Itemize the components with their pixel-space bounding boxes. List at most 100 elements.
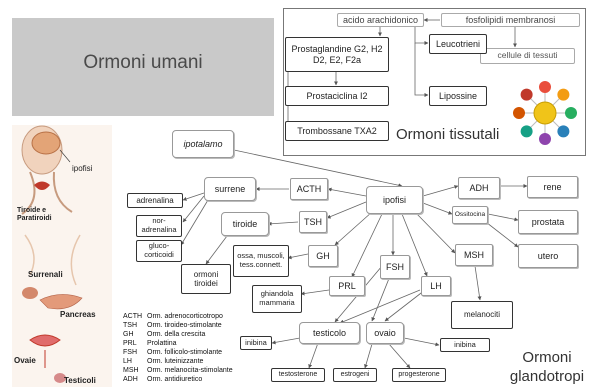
- node-ovaio: ovaio: [366, 322, 404, 344]
- node-msh: MSH: [455, 244, 493, 266]
- glandotropi-title-line2: glandotropi: [509, 368, 585, 385]
- node-melanociti: melanociti: [451, 301, 513, 329]
- glandotropi-title: Ormoni glandotropi: [507, 348, 587, 386]
- node-prostata: prostata: [518, 210, 578, 234]
- node-lipossine: Lipossine: [429, 86, 487, 106]
- arrow-msh-melanociti: [474, 265, 482, 301]
- arrow-tsh-tiroide: [267, 221, 299, 226]
- node-acido-arachidonico: acido arachidonico: [337, 13, 424, 27]
- legend-desc: Orm. adrenocorticotropo: [147, 313, 223, 320]
- label-surrenali: Surrenali: [28, 270, 63, 279]
- neck-outline: [21, 171, 73, 215]
- arrow-ossitocina-utero: [481, 218, 519, 248]
- node-trombossane: Trombossane TXA2: [285, 121, 389, 141]
- node-cellule-tessuti: cellule di tessuti: [480, 48, 575, 64]
- legend-row: ACTH Orm. adrenocorticotropo: [123, 312, 233, 321]
- torso-outline: [24, 234, 81, 286]
- label-pancreas: Pancreas: [60, 310, 96, 319]
- node-ghiandola-mammaria: ghiandola mammaria: [252, 285, 302, 313]
- arrow-surrene-adrenalina: [182, 192, 205, 201]
- hub-satellite-dot: [557, 88, 570, 101]
- node-ossitocina: Ossitocina: [452, 206, 488, 224]
- node-progesterone: progesterone: [392, 368, 446, 382]
- legend-desc: Orm. follicolo-stimolante: [147, 349, 223, 356]
- arrow-gh-ossa: [287, 253, 309, 260]
- arrow-ipofisi-tsh: [326, 201, 367, 219]
- arrow-ovaio-estrogeni: [364, 343, 373, 369]
- arrow-testicolo-inibina: [271, 337, 301, 345]
- legend-desc: Orm. melanocita-stimolante: [147, 367, 233, 374]
- adrenal-icon: [22, 287, 38, 299]
- legend-abbr: MSH: [123, 367, 139, 374]
- label-ovaie: Ovaie: [14, 356, 36, 365]
- node-lh: LH: [421, 276, 451, 296]
- title-panel: [12, 18, 274, 116]
- node-adh: ADH: [458, 177, 500, 199]
- legend-desc: Orm. luteinizzante: [147, 358, 204, 365]
- node-prostaglandine: Prostaglandine G2, H2 D2, E2, F2a: [285, 37, 389, 72]
- node-ormoni-tiroidei: ormoni tiroidei: [181, 264, 231, 294]
- legend-row: MSH Orm. melanocita-stimolante: [123, 366, 233, 375]
- node-inibina-testicolo: inibina: [240, 336, 272, 350]
- node-fosfolipidi-membranosi: fosfolipidi membranosi: [441, 13, 580, 27]
- legend-abbr: ADH: [123, 376, 138, 383]
- tissue-hormones-title: Ormoni tissutali: [396, 126, 500, 143]
- testicle-icon: [54, 373, 66, 383]
- legend-desc: Orm. antidiuretico: [147, 376, 203, 383]
- hub-satellite-dot: [539, 133, 551, 145]
- legend-row: ADH Orm. antidiuretico: [123, 375, 233, 384]
- thyroid-icon: [34, 181, 50, 190]
- node-fsh: FSH: [380, 255, 410, 279]
- arrow-ipofisi-gh: [334, 211, 373, 246]
- arrow-ipofisi-lh: [401, 213, 428, 277]
- node-prl: PRL: [329, 276, 365, 296]
- arrow-surrene-noradrenalina: [182, 195, 205, 223]
- arrow-ipofisi-prl: [351, 213, 383, 278]
- label-tiroide: Tiroide e Paratiroidi: [17, 207, 52, 222]
- arrow-ipofisi-adh: [422, 185, 459, 197]
- hub-satellite-dot: [557, 125, 570, 138]
- body-illustration-panel: [12, 125, 112, 387]
- arrow-ipofisi-ossitocina: [422, 202, 453, 215]
- node-ossa: ossa, muscoli, tess.connett.: [233, 245, 289, 277]
- node-inibina-ovaio: inibina: [440, 338, 490, 352]
- legend-desc: Orm. della crescita: [147, 331, 206, 338]
- hub-center-dot: [533, 101, 557, 125]
- arrow-prl-ghiandola: [300, 289, 330, 296]
- arrow-ipofisi-acth: [327, 187, 367, 197]
- node-ipotalamo: ipotalamo: [172, 130, 234, 158]
- arrow-surrene-gluco: [180, 199, 209, 246]
- legend-abbr: FSH: [123, 349, 137, 356]
- node-gh: GH: [308, 245, 338, 267]
- arrow-ossitocina-prostata: [487, 213, 519, 222]
- node-tsh: TSH: [299, 211, 327, 233]
- node-noradrenalina: nor-adrenalina: [136, 215, 182, 237]
- arrow-lh-testicolo: [339, 289, 421, 324]
- hub-satellite-dot: [539, 81, 551, 93]
- node-leucotrieni: Leucotrieni: [429, 34, 487, 54]
- arrow-ipofisi-msh: [414, 211, 456, 254]
- legend-desc: Prolattina: [147, 340, 177, 347]
- legend-row: FSH Orm. follicolo-stimolante: [123, 348, 233, 357]
- arrow-testicolo-testosterone: [308, 342, 319, 369]
- node-testosterone: testosterone: [271, 368, 325, 382]
- arrow-ipotalamo-ipofisi: [233, 149, 403, 188]
- hub-satellite-dot: [565, 107, 577, 119]
- legend-abbr: TSH: [123, 322, 137, 329]
- legend-abbr: ACTH: [123, 313, 143, 320]
- node-glucocorticoidi: gluco-corticoidi: [136, 240, 182, 262]
- node-adrenalina: adrenalina: [127, 193, 183, 208]
- node-utero: utero: [518, 244, 578, 268]
- arrow-acido-lipossine: [414, 43, 429, 97]
- label-ipofisi: ipofisi: [72, 164, 93, 173]
- arrow-tiroide-ormoni: [205, 231, 231, 265]
- arrow-lh-ovaio: [384, 289, 426, 322]
- node-estrogeni: estrogeni: [333, 368, 377, 382]
- ovary-icon: [29, 334, 61, 368]
